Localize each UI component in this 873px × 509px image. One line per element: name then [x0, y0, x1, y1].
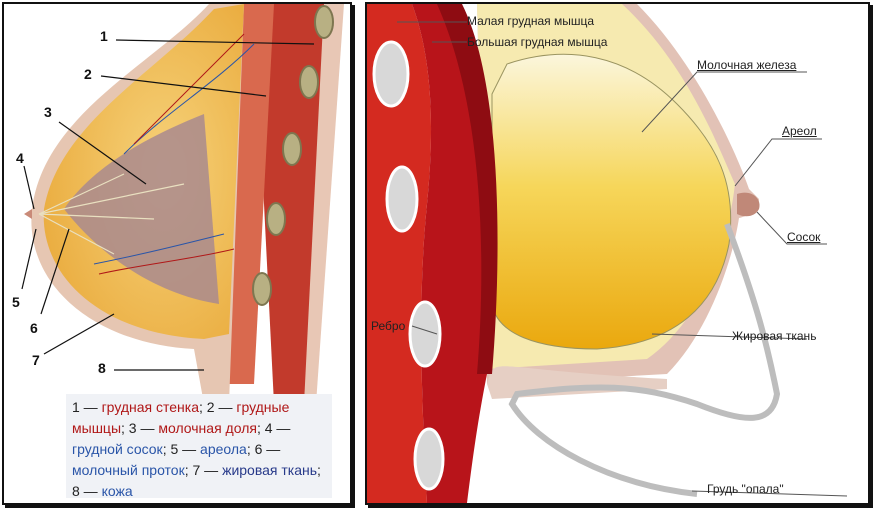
legend-sep: —	[136, 420, 159, 436]
legend-num: 2	[206, 399, 215, 415]
label-number-1: 1	[100, 28, 108, 44]
label-number-4: 4	[16, 150, 24, 166]
legend-num: 8	[72, 483, 80, 499]
legend-sep: —	[272, 420, 291, 436]
label-number-3: 3	[44, 104, 52, 120]
label-number-6: 6	[30, 320, 38, 336]
left-anatomy-panel: 1 2 3 4 5 6 7 8 1 — грудная стенка; 2 — …	[2, 2, 352, 505]
legend-sep: —	[214, 399, 237, 415]
legend-sep: —	[200, 462, 223, 478]
label-sagging-breast: Грудь "опала"	[707, 482, 784, 496]
legend-num: 5	[170, 441, 179, 457]
label-number-8: 8	[98, 360, 106, 376]
legend-num: 1	[72, 399, 80, 415]
label-number-5: 5	[12, 294, 20, 310]
legend-sep: ;	[199, 399, 207, 415]
legend-sep: ;	[256, 420, 265, 436]
label-nipple: Сосок	[787, 230, 821, 244]
legend-sep: —	[79, 399, 102, 415]
label-fat-tissue: Жировая ткань	[732, 329, 817, 343]
legend-term-skin: кожа	[101, 483, 133, 499]
label-number-7: 7	[32, 352, 40, 368]
legend-sep: ;	[246, 441, 255, 457]
label-minor-pectoral: Малая грудная мышца	[467, 14, 595, 28]
legend-sep: ;	[317, 462, 321, 478]
label-major-pectoral: Большая грудная мышца	[467, 35, 608, 49]
legend-sep: ;	[121, 420, 129, 436]
legend-num: 7	[192, 462, 201, 478]
legend-term-nipple: грудной сосок	[72, 441, 163, 457]
legend-term-areola: ареола	[200, 441, 247, 457]
legend-term-chest-wall: грудная стенка	[101, 399, 199, 415]
legend-num: 4	[264, 420, 273, 436]
legend-sep: —	[79, 483, 102, 499]
legend-term-duct: молочный проток	[72, 462, 185, 478]
legend-term-fat: жировая ткань	[222, 462, 318, 478]
label-mammary-gland: Молочная железа	[697, 58, 797, 72]
legend-num: 3	[128, 420, 137, 436]
breast-cross-section-illustration	[21, 4, 344, 404]
legend-term-lobe: молочная доля	[158, 420, 257, 436]
label-rib: Ребро	[371, 319, 406, 333]
legend: 1 — грудная стенка; 2 — грудные мышцы; 3…	[66, 394, 332, 499]
legend-sep: —	[178, 441, 201, 457]
legend-sep: ;	[162, 441, 171, 457]
right-anatomy-panel: Малая грудная мышца Большая грудная мышц…	[365, 2, 870, 505]
breast-schematic-illustration	[367, 4, 848, 503]
legend-term-pectoral-muscles: грудные мышцы	[72, 399, 290, 436]
legend-num: 6	[254, 441, 263, 457]
legend-sep: —	[262, 441, 281, 457]
label-number-2: 2	[84, 66, 92, 82]
label-areola: Ареол	[782, 124, 817, 138]
legend-sep: ;	[184, 462, 193, 478]
